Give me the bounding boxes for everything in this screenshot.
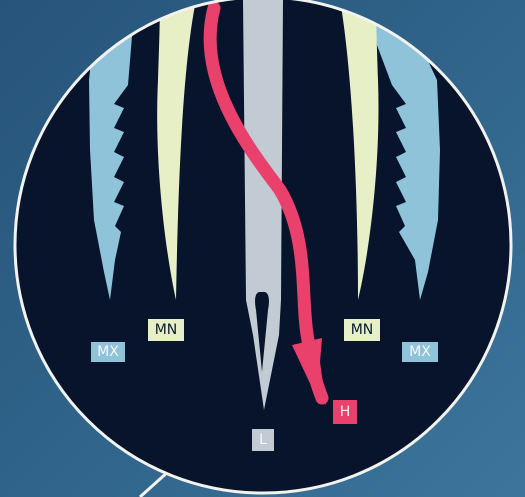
label-hypopharynx-text: H	[340, 404, 351, 420]
label-mx-right: MX	[402, 342, 438, 362]
label-mn-left-text: MN	[155, 322, 178, 338]
label-mx-left: MX	[91, 342, 125, 362]
label-mn-left: MN	[148, 319, 184, 341]
label-mx-right-text: MX	[409, 344, 431, 360]
label-labrum-text: L	[259, 432, 267, 448]
label-mn-right: MN	[344, 319, 380, 341]
label-mx-left-text: MX	[97, 344, 119, 360]
label-hypopharynx: H	[333, 400, 357, 424]
label-mn-right-text: MN	[351, 322, 374, 338]
label-labrum: L	[252, 429, 274, 451]
